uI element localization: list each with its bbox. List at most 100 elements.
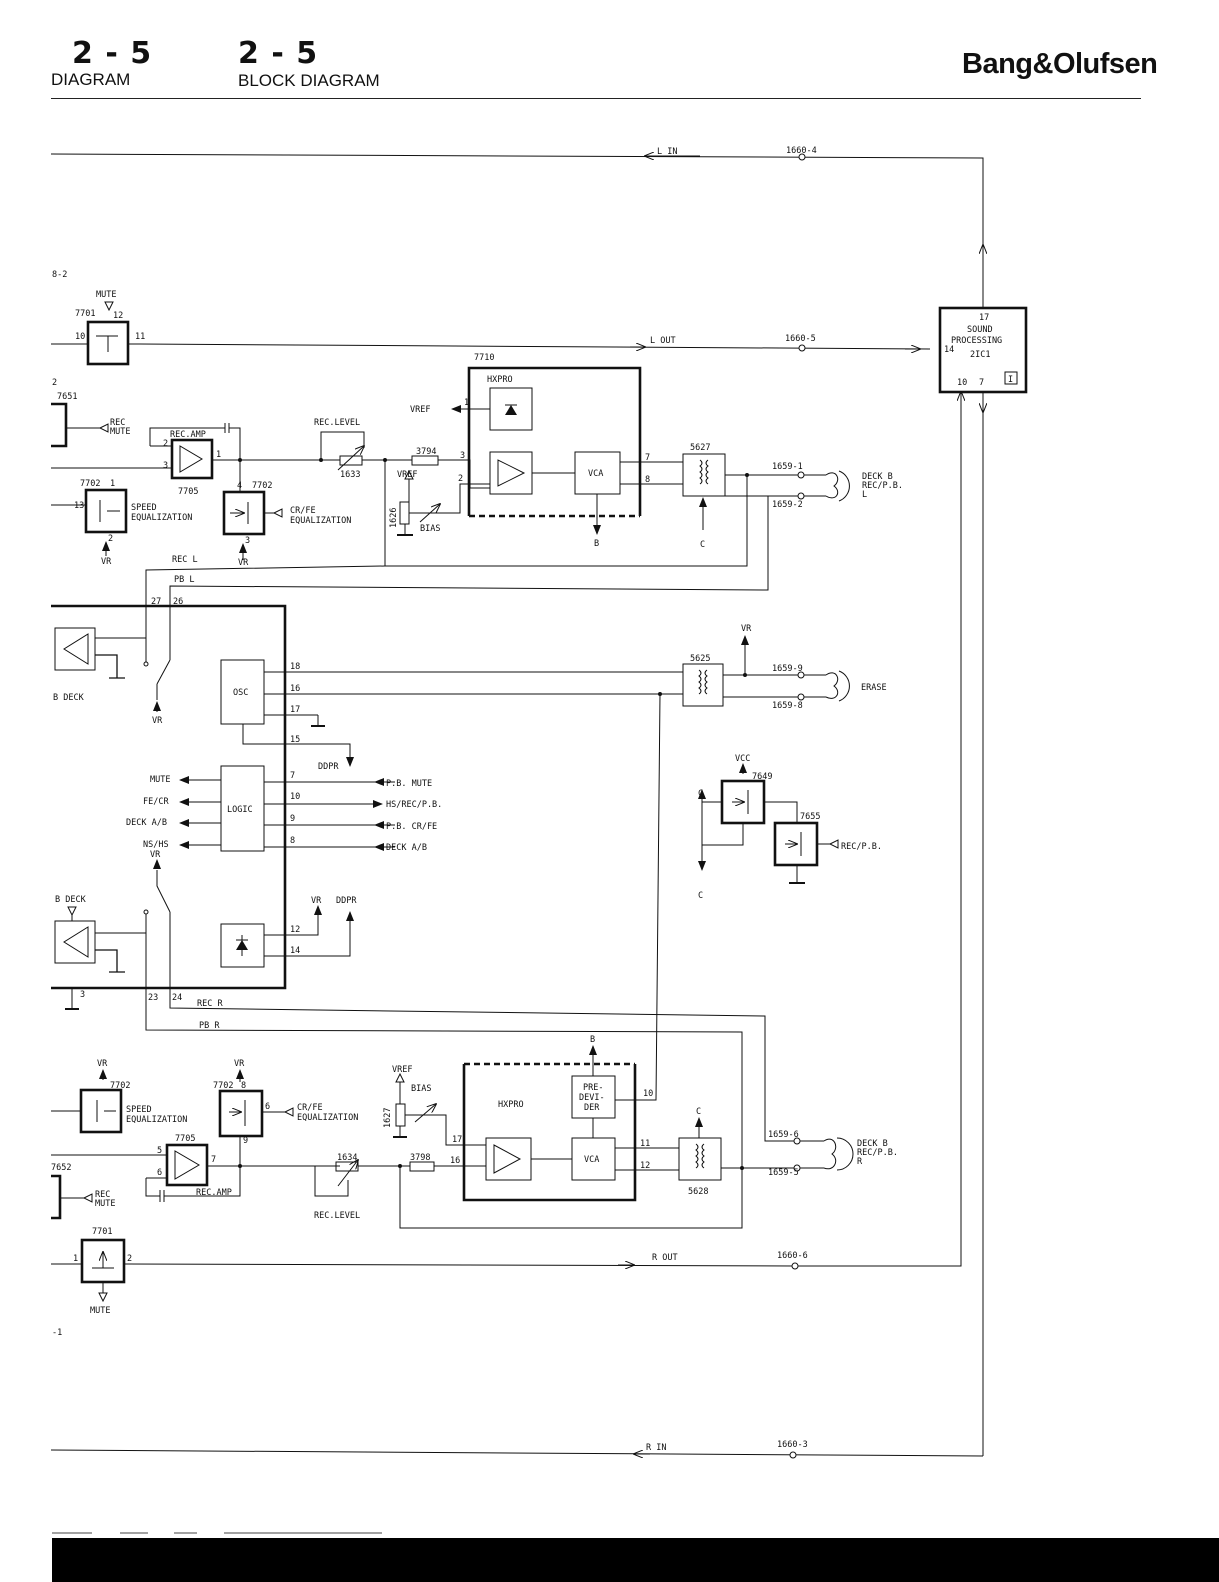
- rec-mute-bottom-2: MUTE: [95, 1199, 115, 1209]
- c-bottom: C: [696, 1107, 701, 1117]
- rec-mute-top-2: MUTE: [110, 427, 130, 437]
- osc-to-predevider: [633, 693, 661, 1101]
- pin9-crfe-bottom: 9: [243, 1136, 248, 1146]
- rec-level-top: REC.LEVEL: [314, 418, 360, 428]
- sp-pin-7: 7: [979, 378, 984, 388]
- speed-eq-top-2: EQUALIZATION: [131, 513, 192, 523]
- c7702-top-b: 7702: [252, 481, 272, 491]
- hxpro-top-label: HXPRO: [487, 375, 513, 385]
- footer-bar: [52, 1538, 1219, 1582]
- pin24: 24: [172, 993, 182, 1003]
- ddpr-osc: DDPR: [318, 762, 339, 772]
- logic-in-pb-crfe: P.B. CR/FE: [386, 822, 437, 832]
- c7701-bottom: 7701: [92, 1227, 112, 1237]
- crfe-bottom-2: EQUALIZATION: [297, 1113, 358, 1123]
- deck-b-l-1: DECK B: [862, 472, 893, 482]
- connector-1659-1: 1659-1: [772, 462, 803, 472]
- crfe-top-1: CR/FE: [290, 506, 316, 516]
- c7702-bottom-a: 7702: [110, 1081, 130, 1091]
- pin1-7701-bottom: 1: [73, 1254, 78, 1264]
- crfe-bottom-1: CR/FE: [297, 1103, 323, 1113]
- pin1-speed-top: 1: [110, 479, 115, 489]
- l-in-label: L IN: [657, 147, 677, 157]
- switch-7701-top: [86, 320, 130, 366]
- logic-out-fecr: FE/CR: [143, 797, 169, 807]
- l-out-label: L OUT: [650, 336, 676, 346]
- block-7652: [51, 1174, 62, 1220]
- c1634: 1634: [337, 1153, 357, 1163]
- connector-1659-9: 1659-9: [772, 664, 803, 674]
- pin1-hx-top: 1: [464, 398, 469, 408]
- pin10-logic: 10: [290, 792, 300, 802]
- connector-1659-6: 1659-6: [768, 1130, 799, 1140]
- sp-ref: 2IC1: [970, 350, 990, 360]
- mute-top-arrow: [104, 301, 114, 312]
- vref-bottom: VREF: [392, 1065, 412, 1075]
- l-in-line: [50, 154, 983, 308]
- pin16: 16: [290, 684, 300, 694]
- rec-r-line: [169, 988, 795, 1142]
- c5628: 5628: [688, 1187, 708, 1197]
- pin2-amp-top: 2: [163, 439, 168, 449]
- preamp-b-deck-top: [54, 627, 96, 671]
- pin8-crfe-bottom: 8: [241, 1081, 246, 1091]
- bias-bottom: BIAS: [411, 1084, 431, 1094]
- block-7651: [51, 402, 68, 448]
- hxpro-top-box: [467, 366, 642, 516]
- pin14-main: 14: [290, 946, 300, 956]
- vca-bottom-label: VCA: [584, 1155, 599, 1165]
- main-ic-box: [51, 604, 287, 990]
- pb-l-line: [169, 496, 769, 605]
- c1633: 1633: [340, 470, 360, 480]
- sp-line2: PROCESSING: [951, 336, 1002, 346]
- c7655: 7655: [800, 812, 820, 822]
- pin10-top: 10: [75, 332, 85, 342]
- pin17-hx-bottom: 17: [452, 1135, 462, 1145]
- pin15: 15: [290, 735, 300, 745]
- pin10-pre: 10: [643, 1089, 653, 1099]
- deck-b-r-1: DECK B: [857, 1139, 888, 1149]
- vr-sw-bottom: VR: [150, 850, 161, 860]
- ddpr-diode: DDPR: [336, 896, 357, 906]
- vr-diode: VR: [311, 896, 322, 906]
- rec-r-label: REC R: [197, 999, 223, 1009]
- pot-1627: [395, 1103, 406, 1127]
- c7701-top: 7701: [75, 309, 95, 319]
- deck-b-l-3: L: [862, 490, 867, 500]
- rec-l-label: REC L: [172, 555, 198, 565]
- c7705-bottom: 7705: [175, 1134, 195, 1144]
- brand-logo: Bang&Olufsen: [962, 48, 1158, 80]
- mute-bottom-label: MUTE: [90, 1306, 110, 1316]
- r-in-line: [50, 1449, 984, 1459]
- pin7-logic: 7: [290, 771, 295, 781]
- rec-level-bottom: REC.LEVEL: [314, 1211, 360, 1221]
- sp-badge: I: [1008, 375, 1013, 385]
- pin1-amp-top: 1: [216, 450, 221, 460]
- rec-l-line: [384, 460, 748, 567]
- pb-r-label: PB R: [199, 1021, 220, 1031]
- c7649: 7649: [752, 772, 772, 782]
- c5627: 5627: [690, 443, 710, 453]
- pin16-hx-bottom: 16: [450, 1156, 460, 1166]
- crfe-top-2: EQUALIZATION: [290, 516, 351, 526]
- ref-minus-1: -1: [52, 1328, 62, 1338]
- header-left-number: 2 - 5: [72, 36, 153, 71]
- connector-1659-2: 1659-2: [772, 500, 803, 510]
- hxpro-amp-top: [489, 451, 533, 495]
- ref-8-2: 8-2: [52, 270, 67, 280]
- logic-out-deck-ab: DECK A/B: [126, 818, 167, 828]
- speed-eq-bottom-2: EQUALIZATION: [126, 1115, 187, 1125]
- pin9-logic: 9: [290, 814, 295, 824]
- connector-1660-5: 1660-5: [785, 334, 816, 344]
- pin11-top: 11: [135, 332, 145, 342]
- pin23: 23: [148, 993, 158, 1003]
- c3798: 3798: [410, 1153, 430, 1163]
- pin2-hx-top: 2: [458, 474, 463, 484]
- hxpro-bottom-box: [462, 1064, 637, 1202]
- rec-mute-bottom-1: REC: [95, 1190, 110, 1200]
- transformer-5625: [682, 663, 724, 707]
- vr-speed-top: VR: [101, 557, 112, 567]
- b-bottom: B: [590, 1035, 595, 1045]
- hxpro-amp-bottom: [485, 1137, 532, 1181]
